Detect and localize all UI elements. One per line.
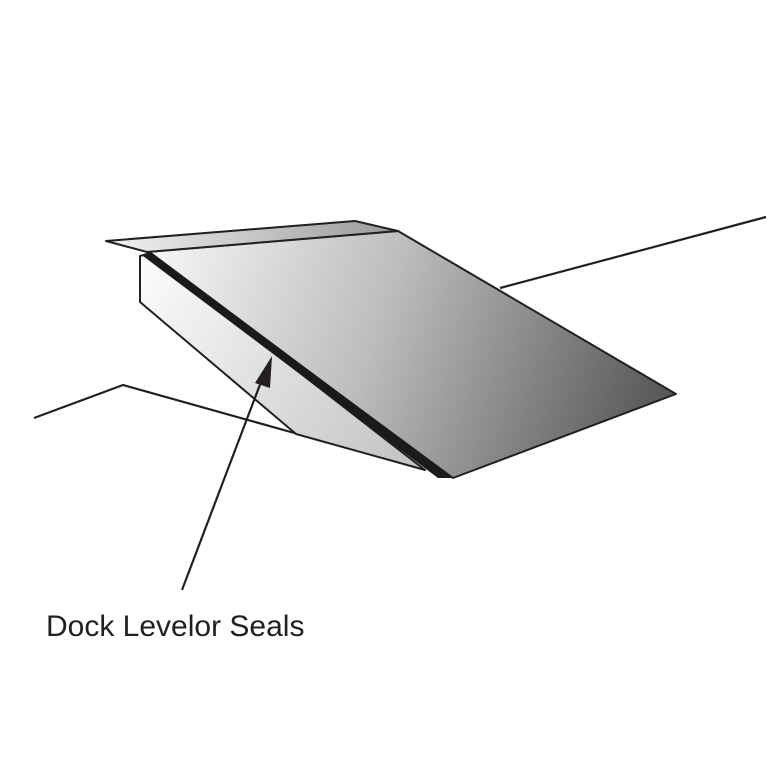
wall-line-right	[499, 215, 767, 290]
leveler-side-panel	[139, 253, 426, 471]
floor-line-left	[33, 383, 299, 436]
pointer-line	[180, 373, 266, 591]
dock-seal-strip	[143, 252, 453, 478]
seal-caption: Dock Levelor Seals	[46, 610, 305, 643]
leveler-lip	[105, 220, 399, 253]
pointer-arrowhead	[255, 356, 272, 388]
